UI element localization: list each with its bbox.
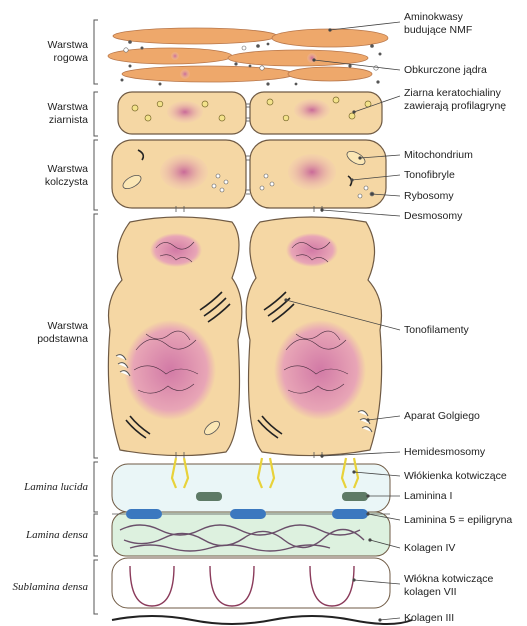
nucleus (167, 101, 203, 123)
layer-label-lamina-lucida: Lamina lucida (23, 481, 88, 493)
layer-label-granulosum: Warstwa ziarnista (48, 101, 89, 126)
label-tonofilamenty: Tonofilamenty (404, 324, 470, 336)
corneocyte (288, 67, 372, 81)
label-mitochondrium: Mitochondrium (404, 149, 473, 161)
layer-label-line: rogowa (54, 52, 89, 64)
laminin-5 (230, 509, 266, 519)
layer-label-lamina-densa: Lamina densa (25, 529, 89, 541)
pyknotic-nucleus (307, 53, 317, 63)
nucleus (160, 154, 208, 190)
nucleus (288, 154, 336, 190)
laminin-5 (126, 509, 162, 519)
nucleus (294, 99, 330, 121)
collagen-iii (112, 616, 412, 624)
label-tonofibryle: Tonofibryle (404, 169, 455, 181)
laminin-1 (196, 492, 222, 501)
layer-label-line: ziarnista (49, 114, 88, 126)
label-wlokna-kotwiczace: Włókna kotwiczące kolagen VII (404, 573, 493, 598)
corneocyte (122, 66, 294, 82)
stratum-corneum (108, 28, 388, 86)
nucleus (124, 320, 216, 420)
layer-label-line: Warstwa (48, 101, 89, 113)
lamina-lucida (112, 464, 390, 512)
left-braces (94, 20, 98, 614)
layer-label-sublamina-densa: Sublamina densa (13, 581, 89, 593)
label-aminokwasy: Aminokwasy budujące NMF (404, 11, 472, 36)
pyknotic-nucleus (171, 52, 179, 60)
sublamina-densa (112, 558, 390, 608)
layer-label-line: podstawna (37, 333, 88, 345)
layer-label-spinosum: Warstwa kolczysta (45, 163, 88, 188)
label-rybosomy: Rybosomy (404, 190, 454, 202)
label-line: zawierają profilagrynę (404, 100, 506, 112)
layer-label-corneum: Warstwa rogowa (48, 39, 89, 64)
corneocyte (272, 29, 388, 47)
label-line: kolagen VII (404, 586, 457, 598)
corneocyte (113, 28, 277, 44)
label-ziarna-keratochialiny: Ziarna keratochialiny zawierają profilag… (404, 87, 506, 112)
layer-label-line: Warstwa (48, 163, 89, 175)
layer-label-line: kolczysta (45, 176, 88, 188)
basement-membrane (112, 458, 412, 624)
label-kolagen-iv: Kolagen IV (404, 542, 455, 554)
label-line: Ziarna keratochialiny (404, 87, 502, 99)
label-kolagen-iii: Kolagen III (404, 612, 454, 624)
label-laminina-1: Laminina I (404, 490, 452, 502)
nucleus (150, 233, 202, 267)
layer-label-line: Warstwa (48, 320, 89, 332)
laminin-5 (332, 509, 368, 519)
label-line: budujące NMF (404, 24, 472, 36)
pyknotic-nucleus (180, 69, 190, 79)
nucleus (286, 233, 338, 267)
layer-label-line: Warstwa (48, 39, 89, 51)
label-obkurczone-jadra: Obkurczone jądra (404, 64, 487, 76)
nucleus (274, 320, 366, 420)
label-laminina-5: Laminina 5 = epiligryna (404, 514, 512, 526)
layer-label-basale: Warstwa podstawna (37, 320, 88, 345)
label-desmosomy: Desmosomy (404, 210, 463, 222)
stratum-basale (108, 217, 381, 458)
label-line: Włókna kotwiczące (404, 573, 493, 585)
laminin-1 (342, 492, 368, 501)
label-aparat-golgiego: Aparat Golgiego (404, 410, 480, 422)
label-hemidesmosomy: Hemidesmosomy (404, 446, 486, 458)
label-line: Aminokwasy (404, 11, 464, 23)
label-wlokienka-kotwiczace: Włókienka kotwiczące (404, 470, 507, 482)
stratum-granulosum (118, 92, 382, 134)
stratum-spinosum (112, 140, 386, 212)
